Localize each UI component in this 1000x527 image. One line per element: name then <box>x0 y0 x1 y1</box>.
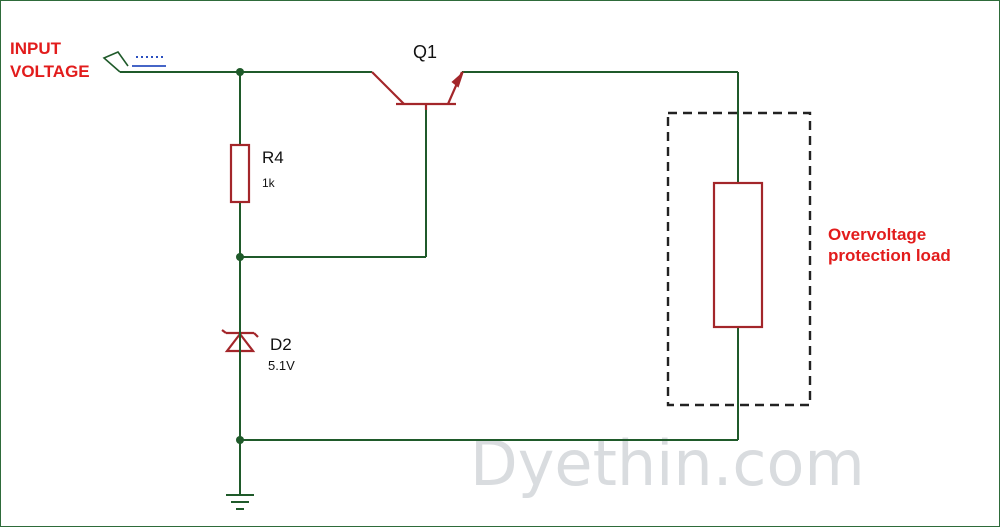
r4-resistor <box>229 143 251 204</box>
r4-value: 1k <box>262 176 276 190</box>
input-terminal-icon <box>102 51 166 73</box>
r4-label: R4 <box>262 148 284 167</box>
q1-transistor <box>371 70 465 110</box>
d2-value: 5.1V <box>268 358 295 373</box>
protection-load-boundary <box>666 111 812 407</box>
load-label-line2: protection load <box>828 246 951 265</box>
junction-node-bottom <box>236 436 244 444</box>
junction-node-middle <box>236 253 244 261</box>
watermark: Dyethin.com <box>470 427 865 500</box>
d2-zener-diode <box>221 329 259 353</box>
input-label-line2: VOLTAGE <box>10 62 90 81</box>
load-label-line1: Overvoltage <box>828 225 926 244</box>
load-resistor <box>712 181 764 329</box>
input-label-line1: INPUT <box>10 39 62 58</box>
junction-node-top <box>236 68 244 76</box>
d2-label: D2 <box>270 335 292 354</box>
q1-label: Q1 <box>413 42 437 62</box>
